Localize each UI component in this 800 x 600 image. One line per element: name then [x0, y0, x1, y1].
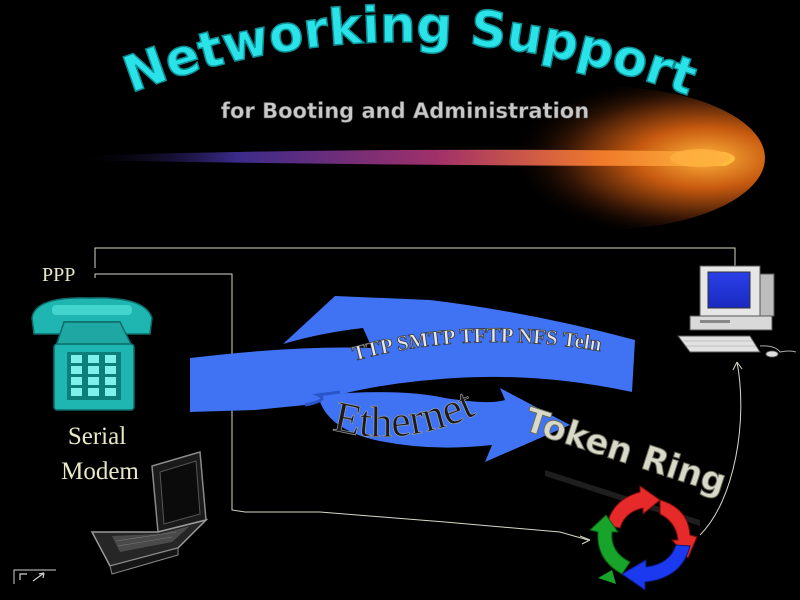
modem-label: Modem [61, 458, 139, 485]
recycle-arrows-icon [588, 485, 698, 591]
upper-arrow [190, 296, 635, 412]
ppp-label: PPP [42, 264, 75, 286]
exchange-arrows [190, 296, 635, 462]
laptop-icon [90, 451, 209, 575]
comet-decoration [70, 86, 765, 230]
slide-corner-icon [13, 569, 56, 584]
page-subtitle: for Booting and Administration [221, 99, 589, 123]
connection-lines [94, 247, 743, 545]
token-ring-label: Token Ring [520, 400, 731, 503]
token-ring-connection-line [699, 361, 742, 536]
desktop-computer-icon [677, 265, 797, 358]
telephone-icon [31, 297, 153, 411]
serial-connection-line [94, 273, 589, 541]
serial-label: Serial [68, 423, 126, 450]
lower-arrow [318, 388, 570, 462]
